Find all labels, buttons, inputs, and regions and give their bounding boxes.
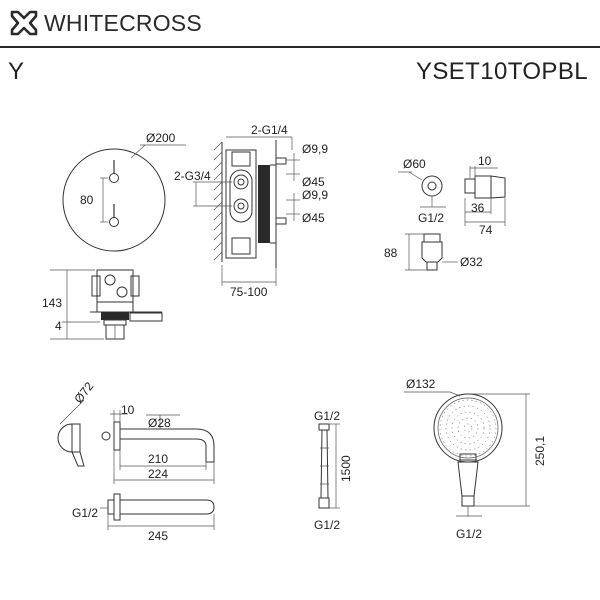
hand-shower-thread-label: G1/2 — [456, 527, 482, 541]
depth-range-label: 75-100 — [230, 285, 268, 299]
shower-holder-drawing: Ø60 G1/2 10 36 74 88 Ø32 — [384, 154, 506, 271]
cross-x-logo-icon — [10, 10, 38, 36]
series-label: Y — [8, 58, 25, 85]
mixer-diameter-label: Ø200 — [146, 131, 176, 145]
holder-flange-label: Ø60 — [403, 157, 426, 171]
spout-length-total-label: 224 — [148, 467, 168, 481]
port-spacing-top-label: Ø45 — [302, 175, 325, 189]
side-height-label: 143 — [42, 296, 62, 310]
port-diameter-top-label: Ø9,9 — [302, 142, 328, 156]
holder-diameter-label: Ø32 — [460, 255, 483, 269]
holder-length-label: 74 — [479, 223, 493, 237]
spout-flange-label: Ø72 — [71, 379, 96, 406]
hose-length-label: 1500 — [339, 455, 353, 482]
port-diameter-bottom-label: Ø9,9 — [302, 188, 328, 202]
inlet-thread-label: 2-G3/4 — [174, 169, 211, 183]
hand-shower-head-label: Ø132 — [406, 377, 436, 391]
model-code: YSET10TOPBL — [415, 58, 588, 85]
plate-thickness-label: 4 — [55, 319, 62, 333]
spout-offset-label: 10 — [121, 403, 135, 417]
header-divider — [0, 46, 600, 48]
mixer-section-view: 2-G1/4 2-G3/4 Ø9,9 Ø45 Ø9,9 Ø45 75-100 — [174, 123, 328, 299]
header-bar: WHITECROSS — [0, 0, 600, 46]
port-spacing-bottom-label: Ø45 — [302, 211, 325, 225]
brand-name: WHITECROSS — [44, 10, 202, 36]
spout-pipe-label: Ø28 — [148, 416, 171, 430]
spout-length-inner-label: 210 — [148, 452, 168, 466]
holder-height-label: 88 — [384, 246, 398, 260]
holder-width-label: 36 — [471, 201, 485, 215]
mixer-front-view: Ø200 80 — [62, 131, 186, 252]
mixer-side-view: 143 4 — [42, 269, 163, 340]
bath-spout-drawing: Ø72 10 Ø28 210 224 G1/2 245 — [57, 379, 215, 543]
spout-thread-label: G1/2 — [72, 506, 98, 520]
holder-thread-label: G1/2 — [418, 211, 444, 225]
spout-length-thread-label: 245 — [148, 529, 168, 543]
knob-spacing-label: 80 — [80, 193, 94, 207]
hose-thread-top-label: G1/2 — [314, 409, 340, 423]
hand-shower-drawing: G1/2 Ø132 250,1 — [404, 377, 547, 541]
hose-thread-bottom-label: G1/2 — [314, 518, 340, 532]
outlet-thread-label: 2-G1/4 — [251, 123, 288, 137]
holder-offset-label: 10 — [478, 154, 492, 168]
hand-shower-length-label: 250,1 — [533, 436, 547, 466]
shower-hose-drawing: G1/2 G1/2 1500 — [314, 409, 353, 532]
